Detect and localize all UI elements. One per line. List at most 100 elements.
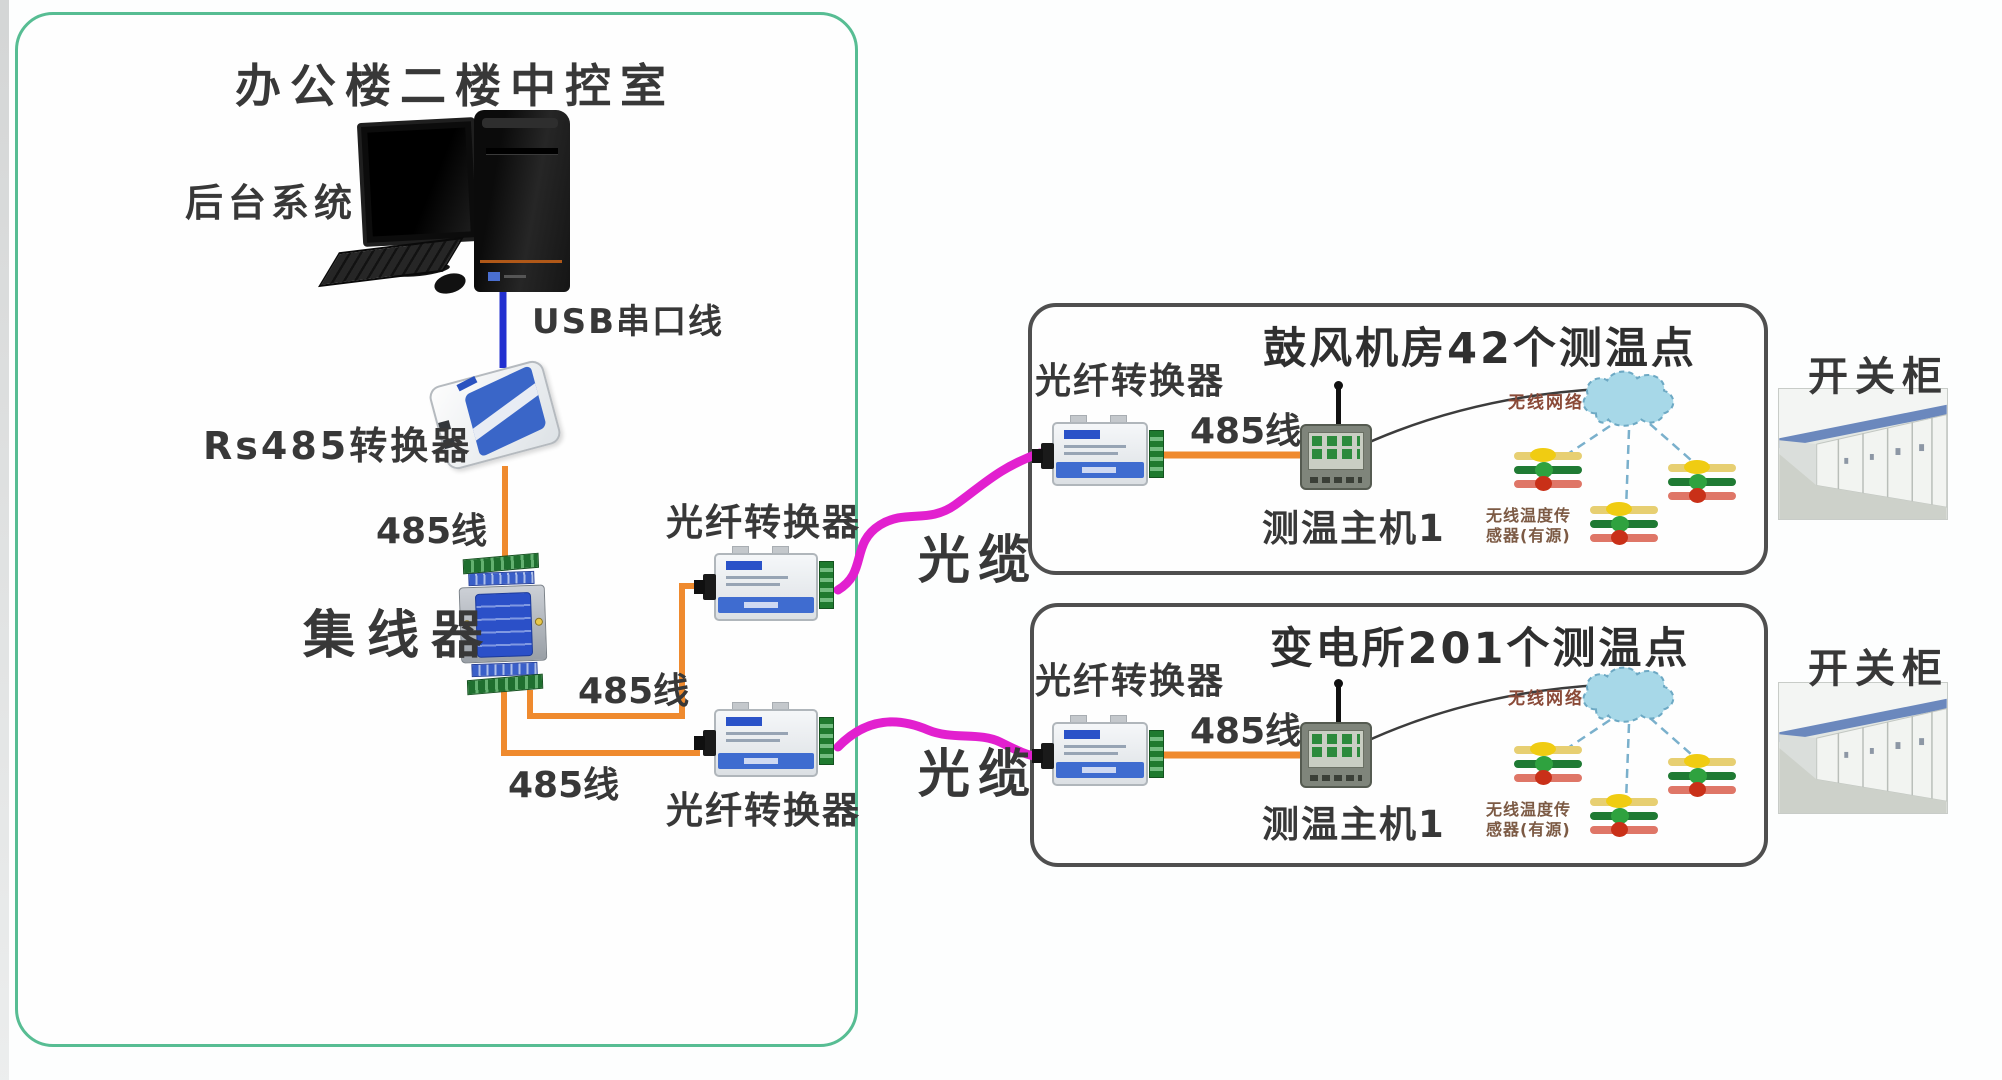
fiber-blue-stripe [718, 753, 814, 769]
sensor-bar-red [1668, 488, 1736, 503]
terminal-block [819, 717, 834, 765]
fiber-text-line [1064, 445, 1126, 448]
scan-edge [0, 0, 9, 1080]
host-body [1300, 424, 1372, 490]
sensor-bar-green [1668, 474, 1736, 490]
zone2-wireless-network-label: 无线网络 [1508, 689, 1584, 709]
sensor-bar-yellow [1514, 742, 1582, 756]
terminal-block [819, 561, 834, 609]
sensor-label-line2: 感器(有源) [1486, 820, 1571, 839]
sensor-bar-red [1590, 530, 1658, 545]
tower-logo [488, 272, 526, 281]
optical-connector-icon [1032, 443, 1054, 469]
fiber-body [714, 553, 818, 621]
fiber-logo [726, 561, 762, 570]
fiber-blue-stripe [1056, 462, 1144, 478]
zone2-temp-host-device [1300, 679, 1372, 788]
optical-connector-icon [694, 730, 716, 756]
sensor-label-line2: 感器(有源) [1486, 526, 1571, 545]
tower-drive-slot [486, 148, 558, 155]
fiber-blue-stripe [1056, 762, 1144, 778]
wireless-temp-sensor-icon [1590, 794, 1658, 840]
tower-accent-line [480, 260, 562, 263]
sensor-bar-red [1514, 476, 1582, 491]
fiber-text-line [726, 583, 780, 586]
antenna-icon [1334, 679, 1343, 724]
hub-screw [534, 617, 544, 626]
fiber-text-line [726, 576, 788, 579]
wire485-label-b: 485线 [578, 671, 690, 712]
terminal-block [1149, 730, 1164, 778]
fiber-logo [1064, 730, 1100, 739]
sensor-bar-green [1514, 756, 1582, 772]
wireless-cloud-icon [1582, 370, 1675, 427]
zone2-fiber-converter-device [1032, 715, 1164, 789]
computer-monitor-icon [356, 116, 482, 248]
zone1-fiber-converter-label: 光纤转换器 [1035, 361, 1226, 402]
wireless-temp-sensor-icon [1590, 502, 1658, 548]
fiber-blue-stripe [718, 597, 814, 613]
host-terminal-row [1312, 449, 1360, 459]
fiber-text-line [1064, 752, 1118, 755]
wireless-temp-sensor-icon [1668, 754, 1736, 800]
zone1-wireless-network-label: 无线网络 [1508, 393, 1584, 413]
wireless-temp-sensor-icon [1668, 460, 1736, 506]
host-terminal-row [1312, 436, 1360, 446]
fiber-converter-device-bottom [694, 702, 834, 780]
sensor-bar-yellow [1590, 502, 1658, 516]
zone1-host-label: 测温主机1 [1262, 507, 1446, 550]
terminal-block [1149, 430, 1164, 478]
sensor-bar-green [1668, 768, 1736, 784]
host-button-row [1310, 477, 1362, 483]
host-button-row [1310, 775, 1362, 781]
fiber-body [714, 709, 818, 777]
sensor-label-line1: 无线温度传 [1486, 800, 1572, 819]
zone1-fiber-converter-device [1032, 415, 1164, 489]
wire485-label-c: 485线 [508, 765, 620, 806]
optical-connector-icon [694, 574, 716, 600]
fiber-body [1052, 722, 1148, 786]
sensor-label-line1: 无线温度传 [1486, 506, 1572, 525]
fiber-text-line [1064, 452, 1118, 455]
host-terminal-row [1312, 734, 1360, 744]
control-room-title: 办公楼二楼中控室 [235, 59, 675, 113]
wireless-cloud-icon [1582, 666, 1675, 723]
zone1-title: 鼓风机房42个测温点 [1263, 324, 1697, 374]
zone2-wire485-label: 485线 [1190, 711, 1302, 752]
zone2-fiber-converter-label: 光纤转换器 [1035, 661, 1226, 702]
sensor-bar-green [1590, 808, 1658, 824]
sensor-bar-yellow [1514, 448, 1582, 462]
host-terminal-row [1312, 747, 1360, 757]
hub-pin-row-top [468, 570, 535, 587]
sensor-bar-yellow [1668, 754, 1736, 768]
host-screen [1308, 432, 1364, 470]
fiber-text-line [726, 732, 788, 735]
zone2-cabinet-label: 开关柜 [1808, 646, 1949, 692]
switchgear-cabinet-photo [1778, 682, 1948, 814]
zone2-host-label: 测温主机1 [1262, 803, 1446, 846]
zone1-sensor-label: 无线温度传 感器(有源) [1486, 506, 1571, 546]
optical-cable-bottom-label: 光缆 [918, 745, 1039, 805]
host-body [1300, 722, 1372, 788]
fiber-body [1052, 422, 1148, 486]
sensor-bar-yellow [1668, 460, 1736, 474]
optical-cable-top-label: 光缆 [918, 531, 1039, 591]
zone1-cabinet-label: 开关柜 [1808, 354, 1949, 400]
switchgear-cabinet-photo [1778, 388, 1948, 520]
sensor-bar-green [1514, 462, 1582, 478]
wireless-temp-sensor-icon [1514, 742, 1582, 788]
fiber-converter-bottom-label: 光纤转换器 [666, 789, 861, 832]
fiber-logo [726, 717, 762, 726]
zone1-temp-host-device [1300, 381, 1372, 490]
backend-system-label: 后台系统 [185, 181, 358, 225]
zone2-sensor-label: 无线温度传 感器(有源) [1486, 800, 1571, 840]
zone2-title: 变电所201个测温点 [1269, 624, 1691, 674]
fiber-converter-top-label: 光纤转换器 [666, 501, 861, 544]
hub-label: 集线器 [303, 606, 496, 666]
fiber-text-line [1064, 745, 1126, 748]
computer-tower-icon [474, 110, 570, 292]
sensor-bar-green [1590, 516, 1658, 532]
zone1-wire485-label: 485线 [1190, 411, 1302, 452]
sensor-bar-red [1590, 822, 1658, 837]
